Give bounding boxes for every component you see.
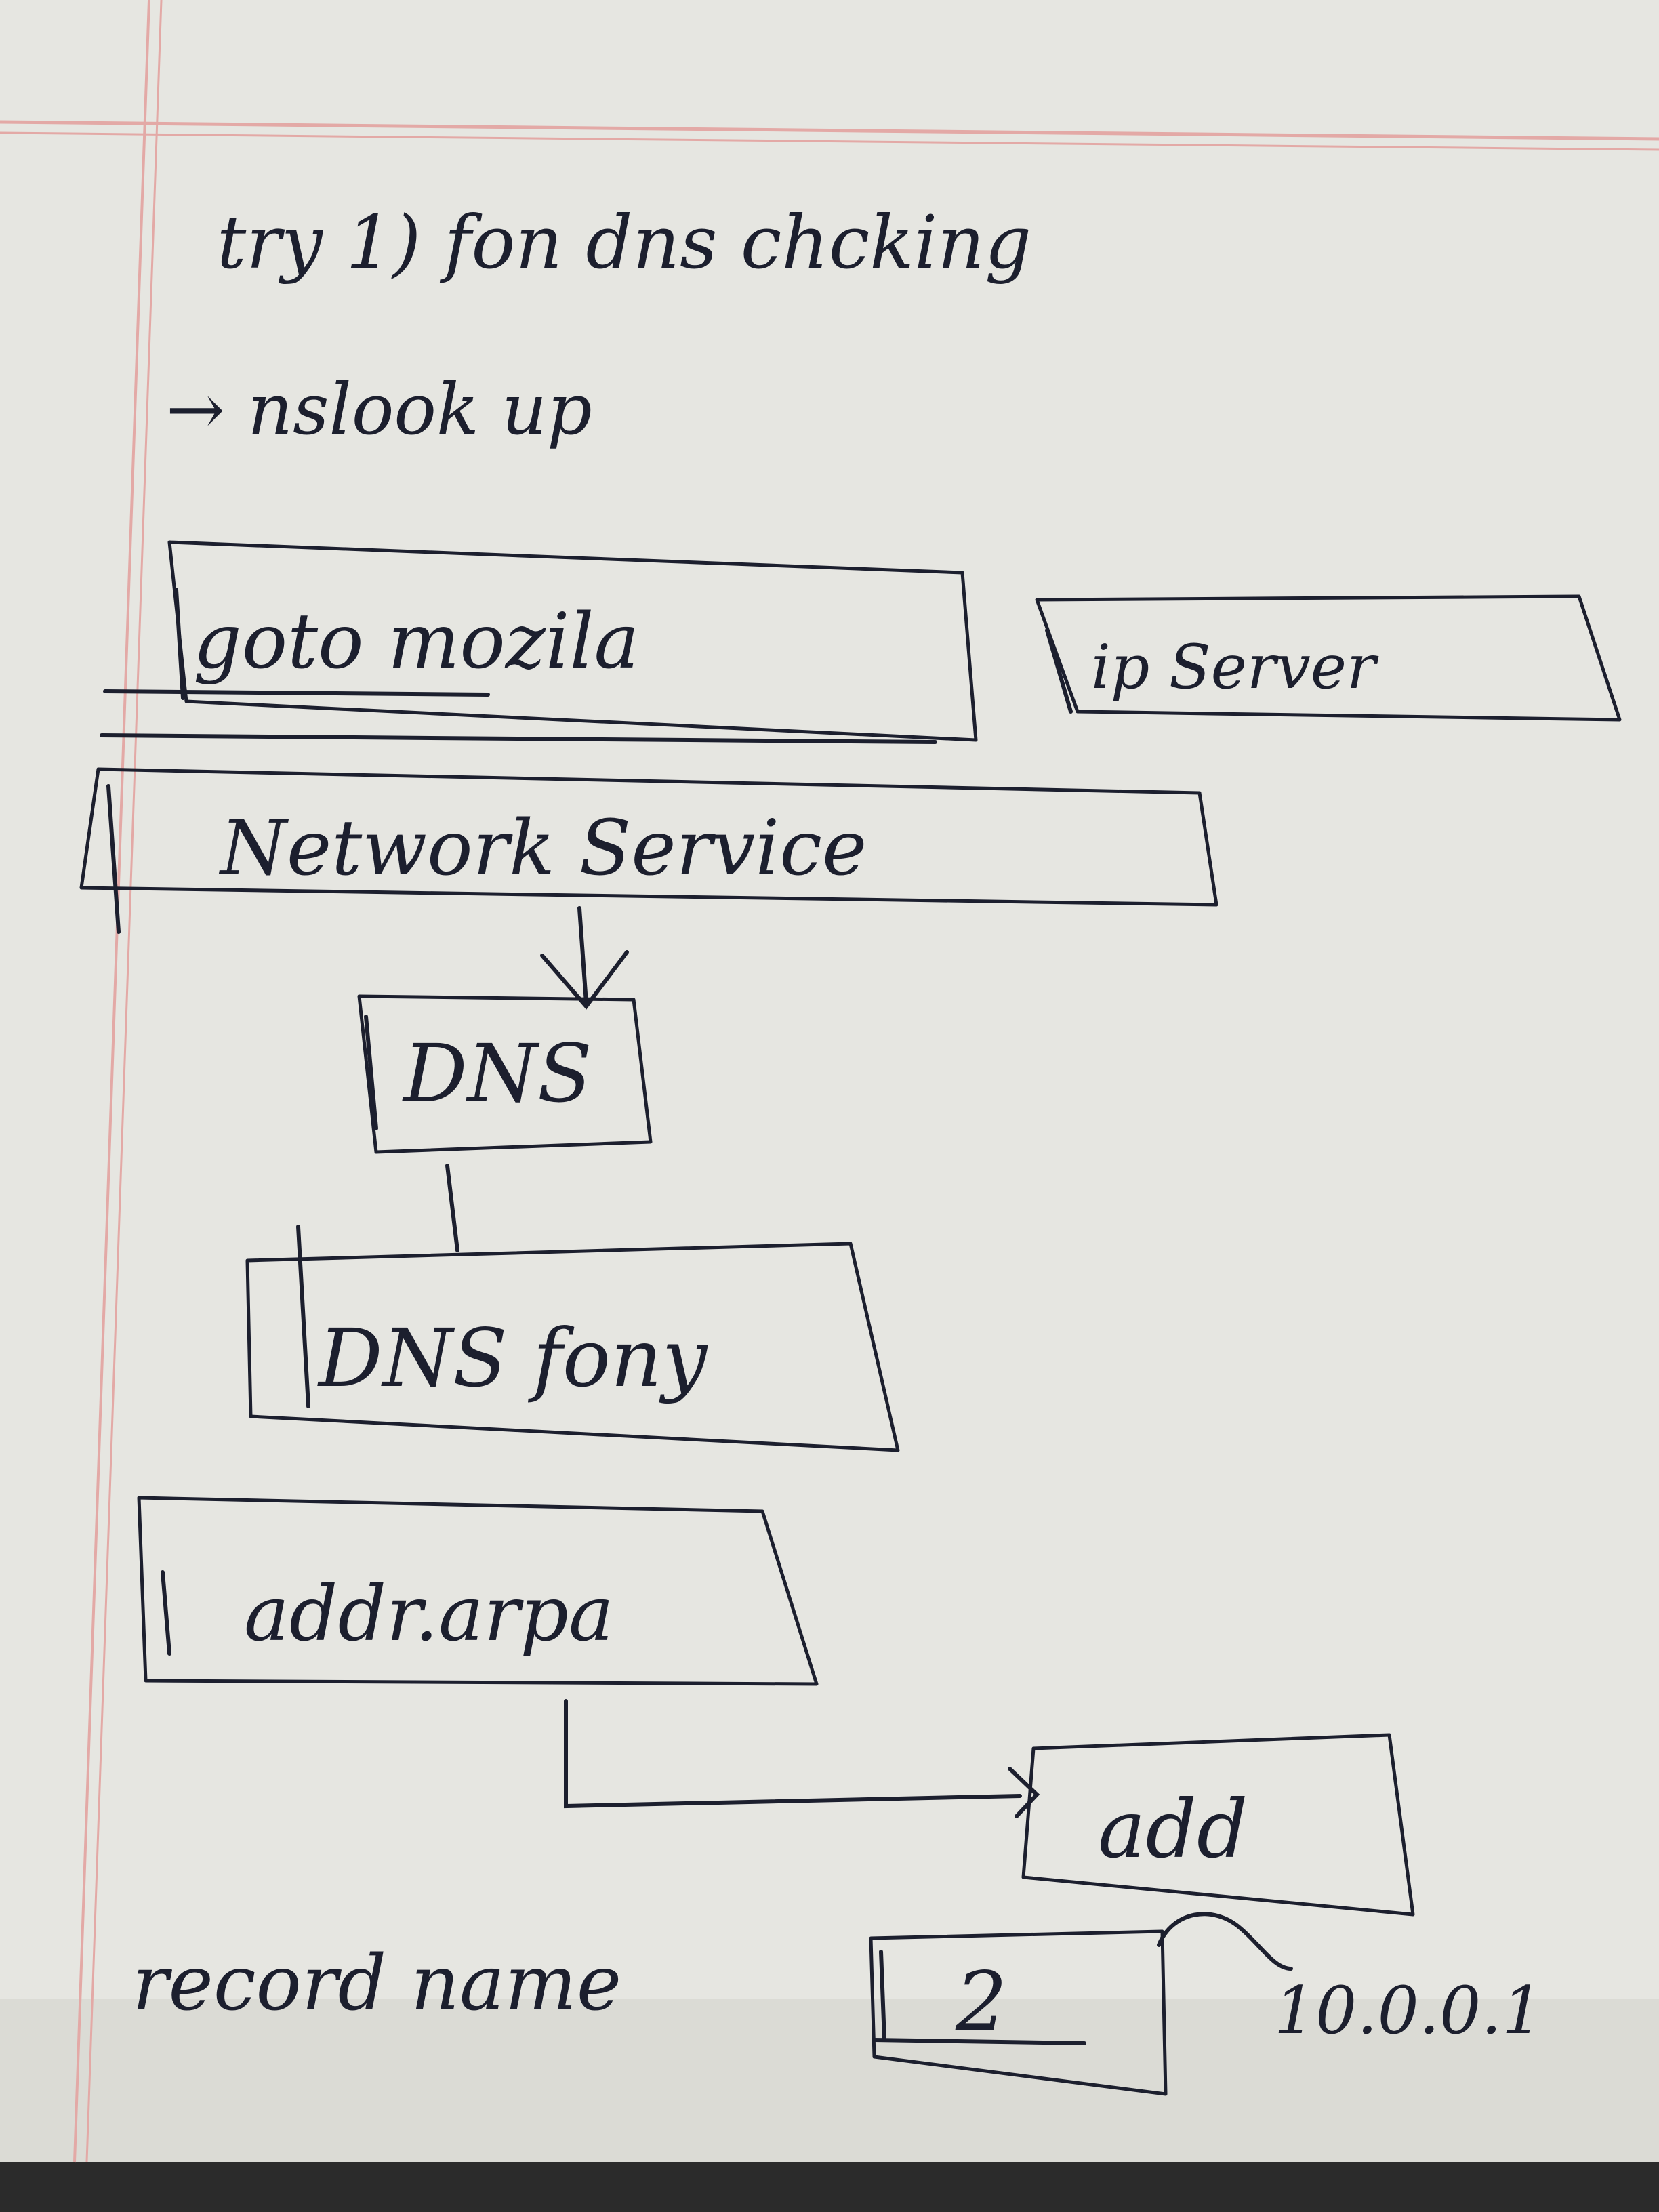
ip-server-label: ip Server: [1091, 632, 1379, 703]
record-value: 2: [955, 1955, 1007, 2049]
record-ip: 10.0.0.1: [1274, 1973, 1543, 2049]
paper-sheet: [0, 0, 1659, 2162]
connector-addr-to-add: [564, 1699, 1040, 1818]
paper-shadow: [0, 1999, 1659, 2162]
network-service-box: Network Service: [79, 767, 1218, 934]
margin-line-top-2: [0, 131, 1659, 151]
dns-box: DNS: [357, 994, 653, 1154]
addr-arpa-label: addr.arpa: [244, 1570, 614, 1658]
ip-server-box: ip Server: [1035, 594, 1622, 722]
goto-box: goto mozila: [100, 540, 978, 744]
add-box: add: [1021, 1733, 1415, 1917]
heading-note: try 1) fon dns chcking: [217, 201, 1031, 285]
dns-query-box: DNS fony: [245, 1225, 900, 1452]
margin-line-left-2: [85, 0, 163, 2163]
goto-label: goto mozila: [193, 598, 639, 686]
addr-arpa-box: addr.arpa: [137, 1496, 819, 1686]
record-name-label: record name: [132, 1940, 621, 2028]
arrow-dns-to-query: [445, 1164, 459, 1252]
record-value-box: 2: [869, 1929, 1168, 2096]
page-edge-shadow: [0, 2162, 1659, 2212]
margin-line-top: [0, 120, 1659, 141]
dns-query-label: DNS fony: [317, 1311, 708, 1405]
ip-link-curve: [1157, 1912, 1293, 1971]
subheading-note: → nslook up: [166, 368, 592, 451]
margin-line-left: [73, 0, 150, 2163]
network-service-label: Network Service: [218, 804, 867, 893]
dns-label: DNS: [402, 1027, 592, 1120]
add-label: add: [1098, 1782, 1248, 1876]
arrow-down-network-to-dns: [540, 906, 629, 1010]
